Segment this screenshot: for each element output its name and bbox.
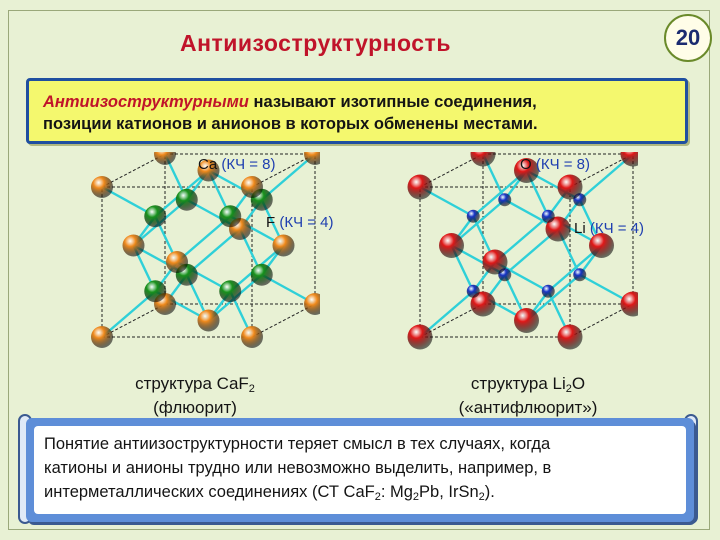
caf2-large-atom bbox=[91, 326, 113, 348]
slide-frame bbox=[8, 10, 710, 530]
caf2-small-atom bbox=[250, 263, 273, 286]
li2o-small-atom bbox=[466, 209, 480, 223]
definition-text: Антиизоструктурными называют изотипные с… bbox=[43, 91, 671, 135]
li2o-structure-diagram bbox=[407, 152, 638, 350]
caf2-small-atom bbox=[144, 280, 167, 303]
definition-box: Антиизоструктурными называют изотипные с… bbox=[26, 78, 688, 144]
note-sub-2: 2 bbox=[412, 491, 420, 503]
caf2-large-atom bbox=[122, 234, 145, 257]
li2o-caption-name: («антифлюорит») bbox=[458, 398, 598, 417]
definition-rest: называют изотипные соединения, bbox=[248, 93, 537, 111]
label-f-element: F bbox=[266, 214, 276, 231]
note-text: Понятие антиизоструктурности теряет смыс… bbox=[44, 432, 676, 509]
caf2-large-atom bbox=[272, 234, 295, 257]
li2o-small-atom bbox=[573, 268, 587, 282]
note-line-3g: ). bbox=[484, 483, 495, 501]
note-line-3c: : Mg bbox=[380, 483, 413, 501]
label-f: F (КЧ = 4) bbox=[266, 214, 334, 231]
note-line-3a: интерметаллических соединениях (СТ CaF bbox=[44, 483, 375, 501]
li2o-caption-suffix: O bbox=[571, 374, 586, 393]
caf2-bond bbox=[185, 228, 241, 276]
li2o-small-atom bbox=[498, 193, 512, 207]
caf2-caption-sub: 2 bbox=[248, 383, 255, 395]
caf2-bond bbox=[176, 215, 232, 263]
li2o-large-atom bbox=[482, 249, 508, 275]
li2o-large-atom bbox=[620, 152, 638, 167]
caf2-small-atom bbox=[219, 205, 242, 228]
caf2-cell-edge bbox=[251, 303, 316, 338]
li2o-large-atom bbox=[620, 291, 638, 317]
li2o-large-atom bbox=[407, 324, 433, 350]
slide-number-badge: 20 bbox=[664, 14, 712, 62]
caf2-large-atom bbox=[241, 176, 263, 198]
definition-term: Антиизоструктурными bbox=[43, 93, 249, 111]
li2o-large-atom bbox=[545, 216, 571, 242]
li2o-large-atom bbox=[557, 324, 583, 350]
note-line-3e: Pb, IrSn bbox=[419, 483, 479, 501]
label-o-kc: (КЧ = 8) bbox=[535, 156, 591, 173]
li2o-large-atom bbox=[514, 308, 539, 333]
caf2-small-atom bbox=[144, 205, 167, 228]
note-box-inner: Понятие антиизоструктурности теряет смыс… bbox=[34, 426, 686, 514]
caf2-structure-diagram bbox=[91, 152, 320, 348]
label-f-kc: (КЧ = 4) bbox=[279, 214, 334, 231]
li2o-large-atom bbox=[439, 233, 464, 258]
caf2-large-atom bbox=[241, 326, 263, 348]
note-line-2: катионы и анионы трудно или невозможно в… bbox=[44, 459, 552, 477]
label-o-element: O bbox=[520, 156, 532, 173]
caf2-small-atom bbox=[175, 188, 198, 211]
li2o-caption: структура Li2O bbox=[428, 374, 628, 395]
caf2-cell-edge bbox=[251, 153, 316, 188]
li2o-large-atom bbox=[470, 152, 496, 167]
li2o-caption-sub: 2 bbox=[565, 383, 572, 395]
note-sub-3: 2 bbox=[478, 491, 485, 503]
note-box: Понятие антиизоструктурности теряет смыс… bbox=[26, 418, 694, 522]
label-li-kc: (КЧ = 4) bbox=[589, 220, 645, 237]
caf2-bond bbox=[260, 153, 316, 201]
label-li: Li (КЧ = 4) bbox=[574, 220, 644, 237]
caf2-large-atom bbox=[166, 251, 188, 273]
li2o-large-atom bbox=[557, 174, 583, 200]
caf2-large-atom bbox=[154, 152, 176, 165]
li2o-caption-text: структура Li bbox=[470, 374, 566, 393]
label-o: O (КЧ = 8) bbox=[520, 156, 590, 173]
label-ca-kc: (КЧ = 8) bbox=[221, 156, 276, 173]
li2o-small-atom bbox=[541, 209, 555, 223]
li2o-large-atom bbox=[589, 233, 614, 258]
caf2-caption: структура CaF2 bbox=[100, 374, 290, 395]
li2o-large-atom bbox=[470, 291, 496, 317]
li2o-large-atom bbox=[407, 174, 433, 200]
caf2-cell-edge bbox=[101, 303, 166, 338]
label-li-element: Li bbox=[574, 220, 586, 237]
caf2-large-atom bbox=[91, 176, 113, 198]
caf2-small-atom bbox=[219, 280, 242, 303]
caf2-large-atom bbox=[304, 152, 320, 165]
caf2-caption-name: (флюорит) bbox=[153, 398, 237, 417]
caf2-large-atom bbox=[304, 293, 320, 315]
caf2-caption-text: структура CaF bbox=[135, 374, 249, 393]
caf2-large-atom bbox=[197, 309, 220, 332]
caf2-large-atom bbox=[197, 159, 220, 182]
caf2-cell-edge bbox=[101, 153, 166, 188]
li2o-small-atom bbox=[541, 284, 555, 298]
note-sub-1: 2 bbox=[374, 491, 381, 503]
li2o-small-atom bbox=[466, 284, 480, 298]
label-ca-element: Ca bbox=[198, 156, 218, 173]
slide-title: Антиизоструктурность bbox=[180, 30, 451, 56]
label-ca: Ca (КЧ = 8) bbox=[198, 156, 276, 173]
li2o-large-atom bbox=[514, 158, 539, 183]
definition-line2: позиции катионов и анионов в которых обм… bbox=[43, 115, 538, 133]
note-line-1: Понятие антиизоструктурности теряет смыс… bbox=[44, 435, 551, 453]
caf2-bond bbox=[101, 290, 157, 338]
